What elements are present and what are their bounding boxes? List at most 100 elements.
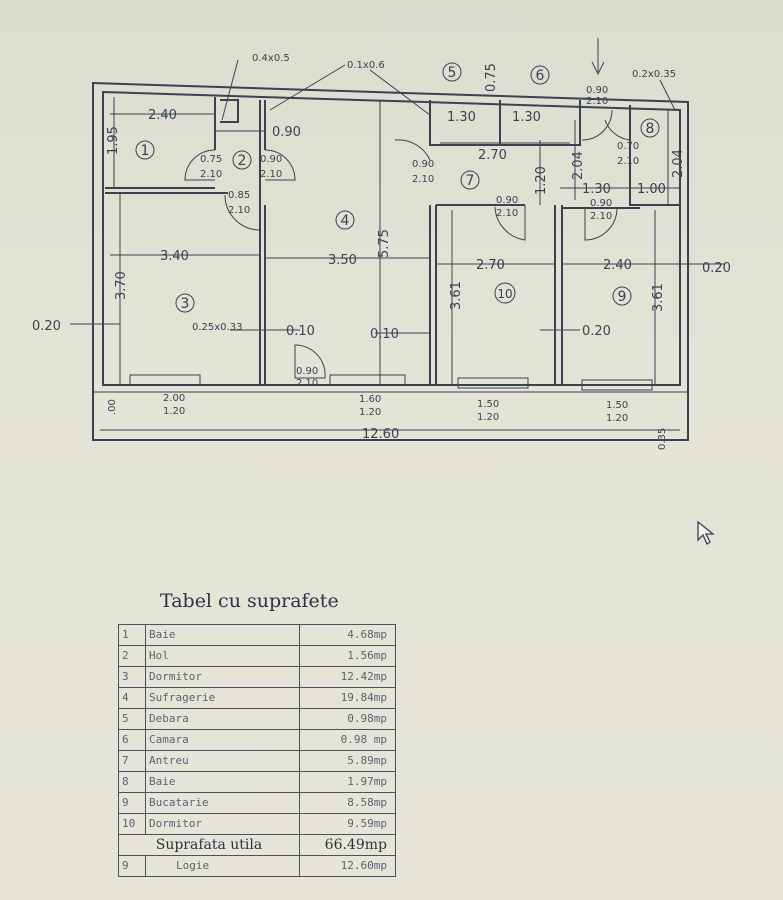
svg-text:1.30: 1.30	[582, 182, 611, 197]
room-name: Baie	[145, 624, 300, 646]
svg-text:3.50: 3.50	[328, 253, 357, 268]
svg-text:0.90: 0.90	[590, 198, 612, 209]
svg-text:0.90: 0.90	[412, 159, 434, 170]
windows	[129, 374, 653, 391]
table-row: 5 Debara 0.98mp	[118, 708, 396, 730]
table-row: 6 Camara 0.98 mp	[118, 729, 396, 751]
svg-text:2.10: 2.10	[200, 169, 222, 180]
svg-text:0.2x0.35: 0.2x0.35	[632, 69, 676, 80]
room-number-9: 9	[618, 289, 627, 305]
svg-text:1.95: 1.95	[106, 126, 121, 155]
svg-text:2.10: 2.10	[617, 156, 639, 167]
room-name: Baie	[145, 771, 300, 793]
room-number: 9	[118, 792, 146, 814]
svg-text:1.20: 1.20	[534, 166, 549, 195]
svg-text:0.35: 0.35	[657, 428, 668, 450]
room-area: 5.89mp	[299, 750, 396, 772]
dimension-lines	[70, 38, 725, 385]
table-row: 8 Baie 1.97mp	[118, 771, 396, 793]
svg-text:2.10: 2.10	[228, 205, 250, 216]
svg-text:0.90: 0.90	[296, 366, 318, 377]
room-number: 10	[118, 813, 146, 835]
table-row: 9 Bucatarie 8.58mp	[118, 792, 396, 814]
svg-text:0.70: 0.70	[617, 141, 639, 152]
svg-text:3.61: 3.61	[449, 281, 464, 310]
svg-text:12.60: 12.60	[362, 427, 399, 442]
table-row-logie: 9 Logie 12.60mp	[118, 855, 396, 877]
room-number: 7	[118, 750, 146, 772]
svg-text:0.4x0.5: 0.4x0.5	[252, 53, 290, 64]
svg-text:2.40: 2.40	[603, 258, 632, 273]
svg-text:1.20: 1.20	[359, 407, 381, 418]
svg-text:5.75: 5.75	[377, 229, 392, 258]
svg-text:1.50: 1.50	[606, 400, 628, 411]
total-value: 66.49mp	[299, 834, 396, 856]
room-area: 0.98 mp	[299, 729, 396, 751]
svg-text:2.70: 2.70	[476, 258, 505, 273]
room-number: 4	[118, 687, 146, 709]
svg-text:3.70: 3.70	[114, 271, 129, 300]
svg-text:3.40: 3.40	[160, 249, 189, 264]
room-name: Camara	[145, 729, 300, 751]
svg-text:2.10: 2.10	[412, 174, 434, 185]
room-area: 12.60mp	[299, 855, 396, 877]
room-name: Debara	[145, 708, 300, 730]
svg-text:.00: .00	[107, 399, 118, 415]
room-number-1: 1	[141, 143, 150, 159]
inner-wall	[102, 90, 681, 386]
svg-text:1.20: 1.20	[477, 412, 499, 423]
svg-text:2.04: 2.04	[571, 151, 586, 180]
room-number: 3	[118, 666, 146, 688]
svg-text:0.20: 0.20	[582, 324, 611, 339]
total-row: Suprafata utila 66.49mp	[118, 834, 396, 856]
svg-text:0.25x0.33: 0.25x0.33	[192, 322, 242, 333]
room-name: Dormitor	[145, 666, 300, 688]
svg-text:1.30: 1.30	[447, 110, 476, 125]
door-arcs	[184, 109, 631, 379]
room-area: 0.98mp	[299, 708, 396, 730]
svg-text:0.85: 0.85	[228, 190, 250, 201]
room-number: 2	[118, 645, 146, 667]
mouse-cursor-icon	[697, 520, 715, 545]
table-title: Tabel cu suprafete	[160, 590, 339, 612]
svg-text:0.75: 0.75	[200, 154, 222, 165]
room-area: 1.97mp	[299, 771, 396, 793]
table-row: 3 Dormitor 12.42mp	[118, 666, 396, 688]
svg-text:1.20: 1.20	[606, 413, 628, 424]
svg-text:1.20: 1.20	[163, 406, 185, 417]
svg-text:0.10: 0.10	[286, 324, 315, 339]
room-number-8: 8	[646, 121, 655, 137]
svg-text:2.04: 2.04	[671, 149, 686, 178]
svg-text:2.70: 2.70	[478, 148, 507, 163]
room-name: Hol	[145, 645, 300, 667]
floor-plan: 1 2 3 4 5 6 7 8 9 10 0.4x0.5 0.1x0.6 0.7…	[32, 38, 731, 450]
room-number: 9	[118, 855, 146, 877]
room-area: 9.59mp	[299, 813, 396, 835]
outer-wall	[92, 81, 689, 441]
room-number: 8	[118, 771, 146, 793]
svg-text:2.10: 2.10	[496, 208, 518, 219]
area-table: 1 Baie 4.68mp 2 Hol 1.56mp 3 Dormitor 12…	[118, 624, 396, 877]
room-area: 1.56mp	[299, 645, 396, 667]
svg-text:1.60: 1.60	[359, 394, 381, 405]
room-name: Sufragerie	[145, 687, 300, 709]
room-number-markers	[135, 62, 660, 313]
room-name: Bucatarie	[145, 792, 300, 814]
dimension-labels: 0.4x0.5 0.1x0.6 0.75 0.90 2.10 0.2x0.35 …	[32, 53, 731, 450]
svg-text:2.10: 2.10	[296, 378, 318, 389]
svg-text:2.00: 2.00	[163, 393, 185, 404]
svg-text:0.75: 0.75	[484, 63, 499, 92]
room-number: 5	[118, 708, 146, 730]
svg-text:1.00: 1.00	[637, 182, 666, 197]
table-row: 1 Baie 4.68mp	[118, 624, 396, 646]
table-row: 2 Hol 1.56mp	[118, 645, 396, 667]
svg-text:0.20: 0.20	[32, 319, 61, 334]
table-row: 10 Dormitor 9.59mp	[118, 813, 396, 835]
svg-text:3.61: 3.61	[651, 283, 666, 312]
table-row: 4 Sufragerie 19.84mp	[118, 687, 396, 709]
room-number-4: 4	[341, 213, 350, 229]
entry-arrow-icon	[591, 61, 605, 76]
room-number: 1	[118, 624, 146, 646]
svg-text:2.40: 2.40	[148, 108, 177, 123]
svg-text:0.20: 0.20	[702, 261, 731, 276]
